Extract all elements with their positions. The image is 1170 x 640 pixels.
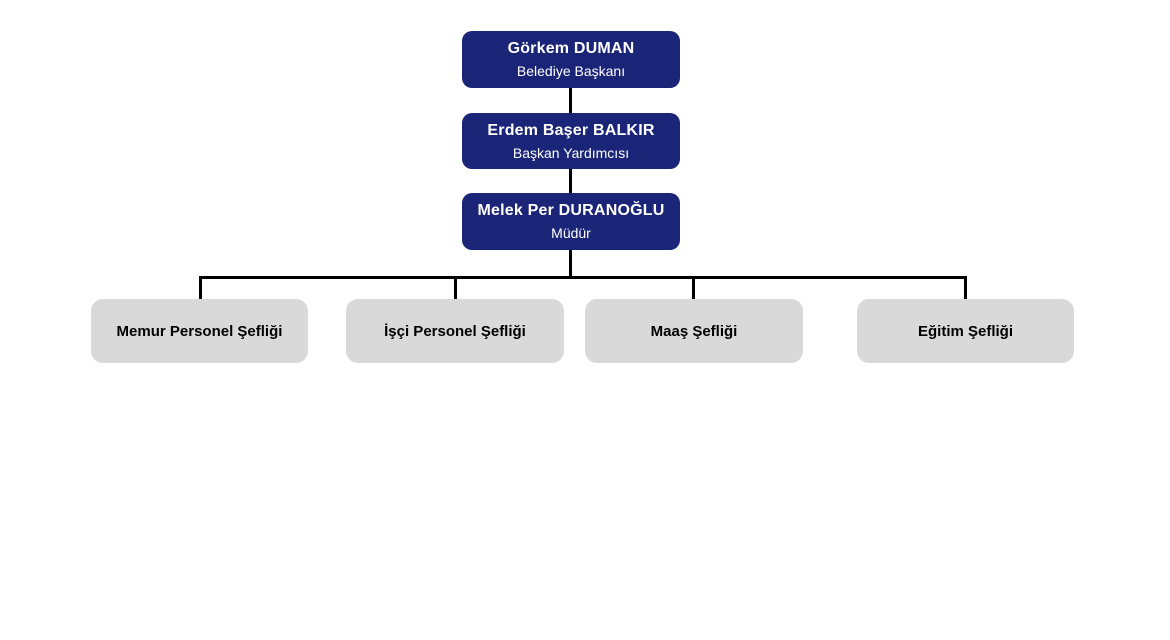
connector-vertical (454, 276, 457, 300)
org-node-memur-personel-sefligi: Memur Personel Şefliği (91, 299, 308, 363)
org-node-egitim-sefligi: Eğitim Şefliği (857, 299, 1074, 363)
connector-horizontal (199, 276, 967, 279)
org-node-label: Memur Personel Şefliği (116, 322, 283, 340)
org-node-title: Başkan Yardımcısı (512, 144, 630, 161)
org-node-name: Melek Per DURANOĞLU (477, 202, 665, 219)
org-node-maas-sefligi: Maaş Şefliği (585, 299, 803, 363)
connector-vertical (199, 276, 202, 300)
org-node-label: Eğitim Şefliği (917, 322, 1013, 340)
connector-vertical (569, 88, 572, 114)
connector-vertical (569, 169, 572, 194)
org-node-name: Erdem Başer BALKIR (487, 121, 655, 139)
org-node-title: Müdür (551, 225, 591, 241)
org-node-belediye-baskani: Görkem DUMAN Belediye Başkanı (462, 31, 680, 88)
org-node-mudur: Melek Per DURANOĞLU Müdür (462, 193, 680, 250)
org-node-name: Görkem DUMAN (507, 40, 635, 57)
org-node-baskan-yardimcisi: Erdem Başer BALKIR Başkan Yardımcısı (462, 113, 680, 169)
org-node-isci-personel-sefligi: İşçi Personel Şefliği (346, 299, 564, 363)
connector-vertical (569, 250, 572, 278)
org-node-label: Maaş Şefliği (650, 322, 738, 340)
org-node-title: Belediye Başkanı (516, 63, 626, 79)
connector-vertical (964, 276, 967, 300)
connector-vertical (692, 276, 695, 300)
org-node-label: İşçi Personel Şefliği (384, 322, 526, 340)
